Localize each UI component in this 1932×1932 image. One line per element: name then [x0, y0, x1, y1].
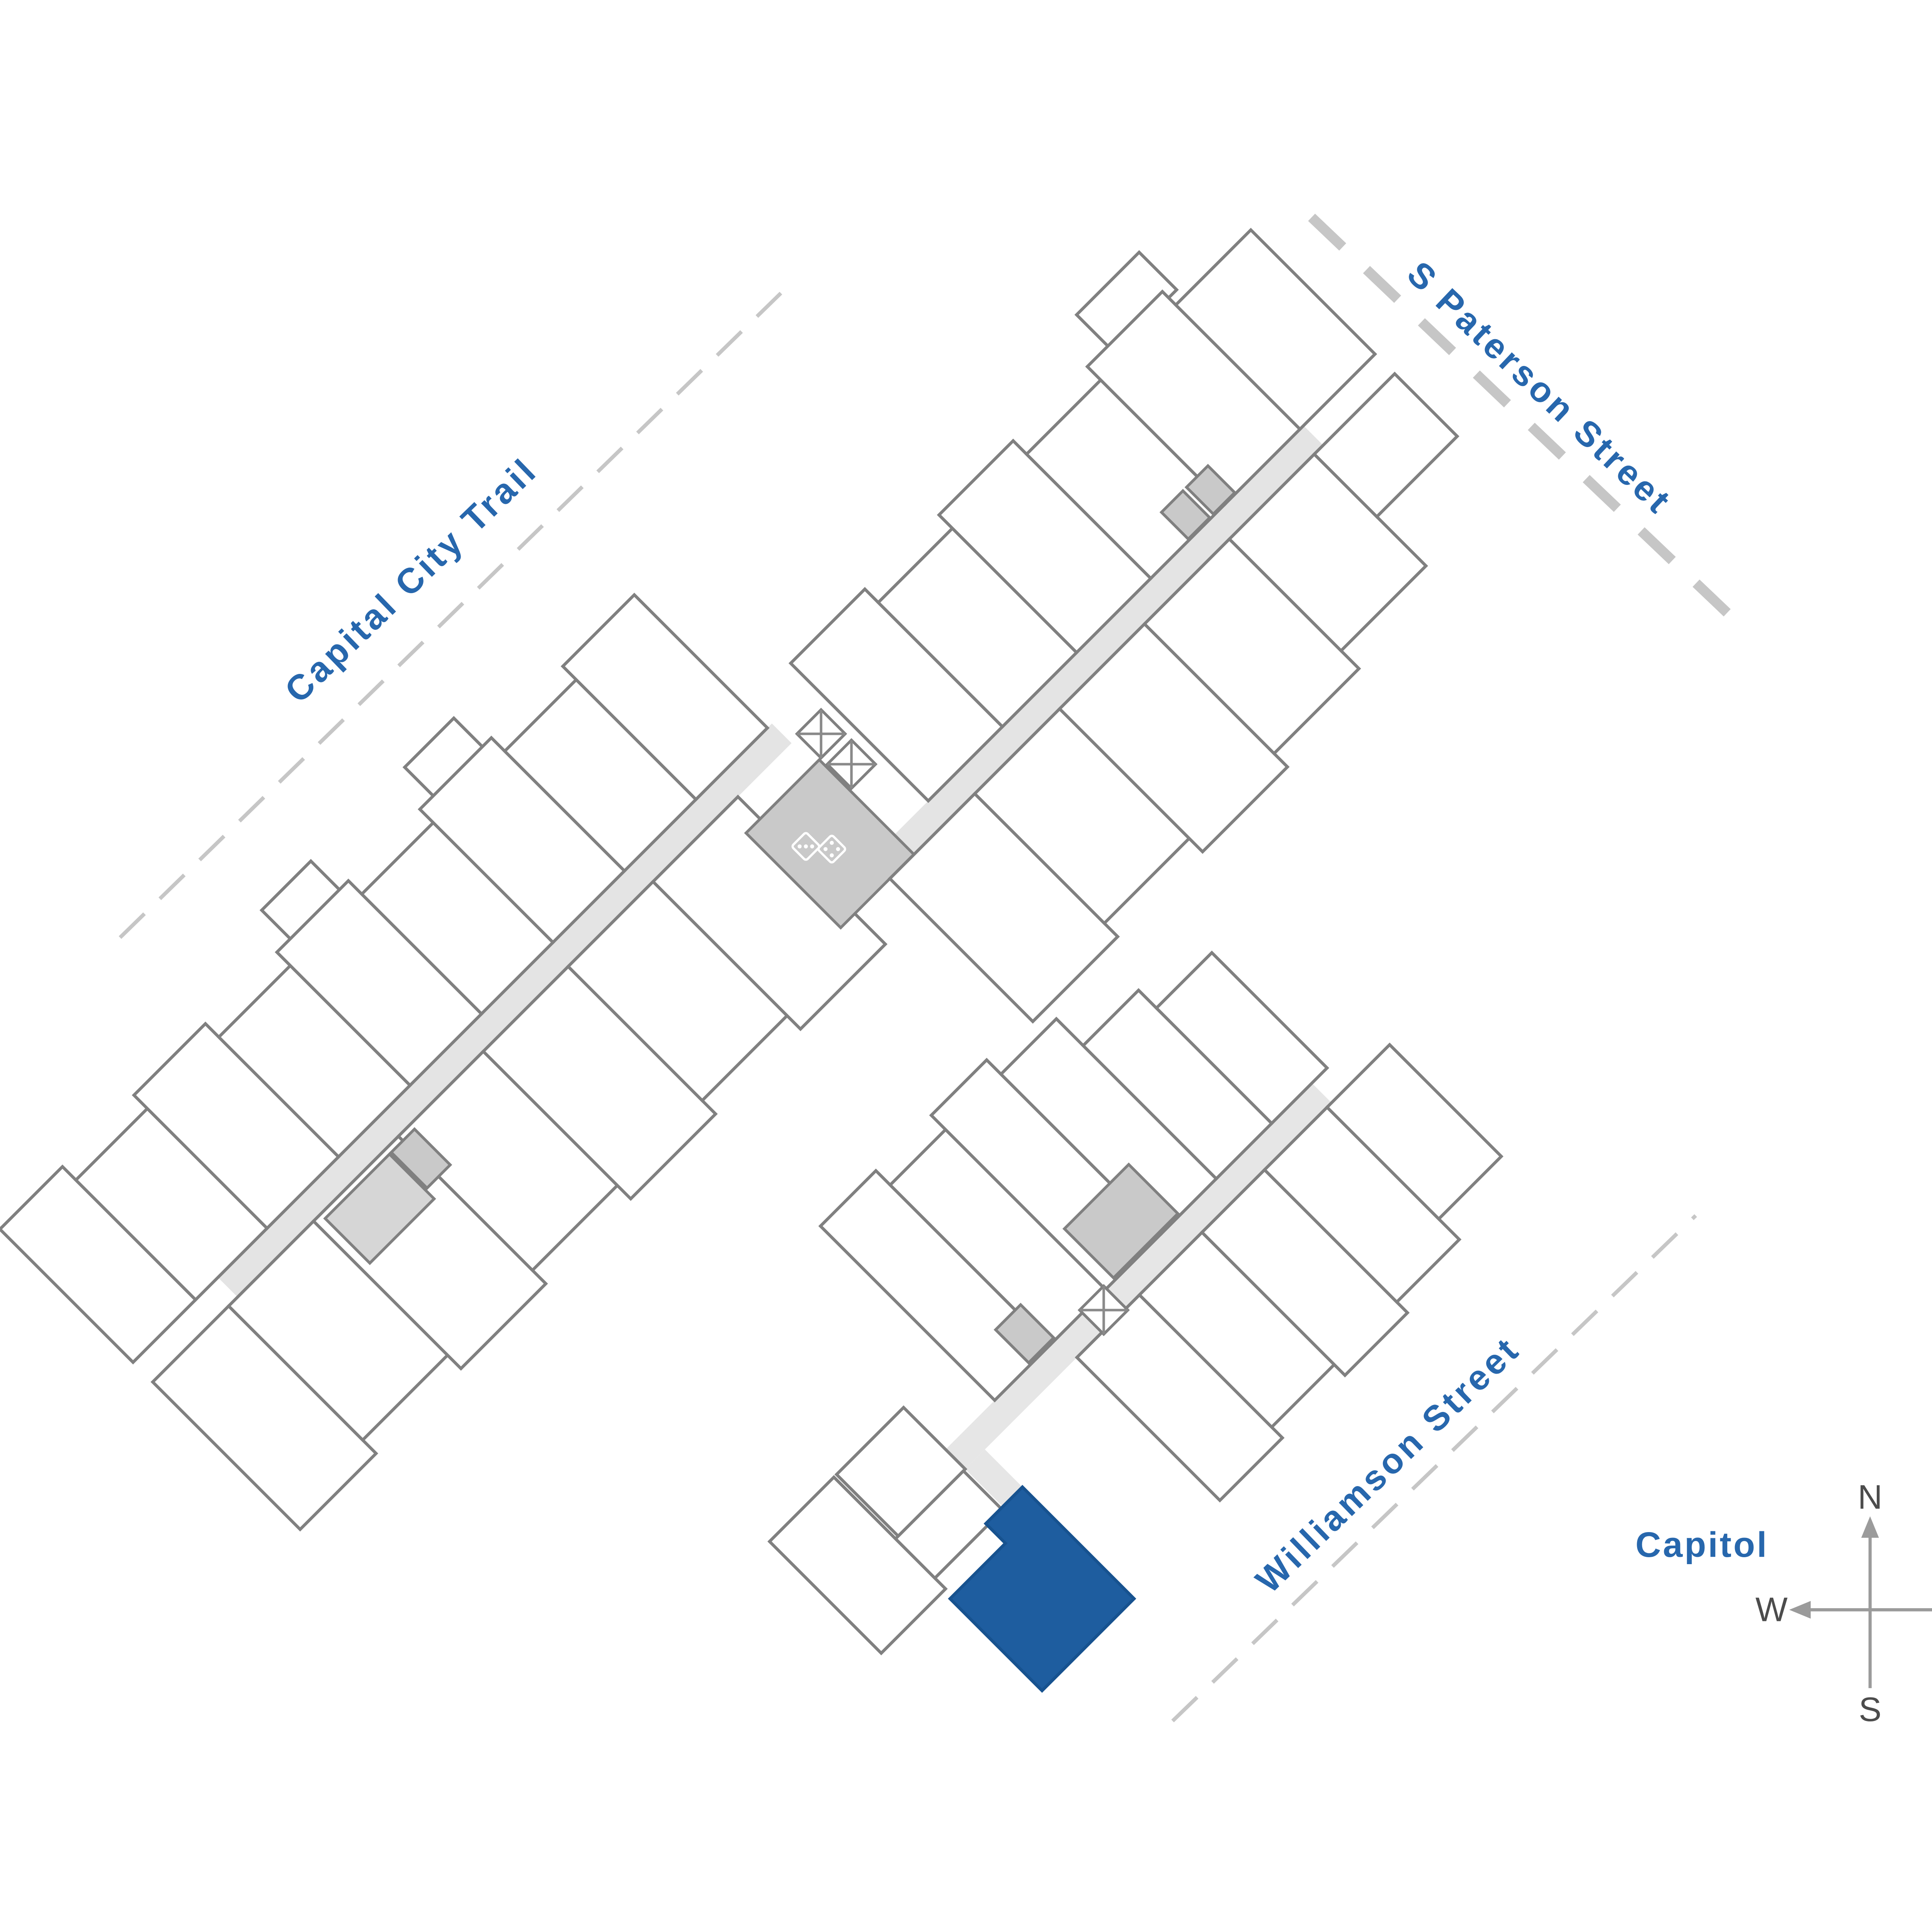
stairs-icon: [1077, 1284, 1130, 1336]
capital-city-trail-line: [119, 292, 782, 939]
s-paterson-street-label: S Paterson Street: [1400, 254, 1680, 522]
unit: [561, 592, 770, 802]
compass-west-label: W: [1755, 1590, 1788, 1629]
s-paterson-street-line: [1308, 213, 1732, 618]
compass-west-arrow: [1789, 1601, 1811, 1619]
building-c: [767, 950, 1503, 1693]
selected-unit[interactable]: [930, 1485, 1136, 1693]
elevator: [1159, 489, 1212, 541]
utility-room: [323, 1152, 436, 1265]
compass-north-label: N: [1858, 1478, 1883, 1516]
capitol-label: Capitol: [1636, 1525, 1769, 1565]
unit: [767, 1475, 948, 1655]
unit: [1325, 1043, 1503, 1221]
compass: N S W E: [1755, 1478, 1932, 1728]
stairs-icon: [795, 707, 847, 760]
utility-room: [389, 1127, 452, 1190]
utility-room: [993, 1303, 1056, 1365]
williamson-street-line: [1171, 1214, 1697, 1723]
capital-city-trail-label: Capital City Trail: [277, 450, 545, 711]
building-a: [0, 592, 888, 1532]
elevator-rooms: [1159, 464, 1237, 541]
unit: [1173, 228, 1378, 432]
unit: [893, 1469, 1005, 1580]
building-b: [744, 228, 1459, 1024]
building-c-corridor: [946, 1087, 1327, 1469]
unit: [1154, 950, 1330, 1126]
elevator: [1184, 464, 1237, 516]
compass-north-arrow: [1861, 1516, 1879, 1538]
compass-south-label: S: [1859, 1690, 1881, 1728]
building-a-corridor: [218, 723, 792, 1297]
dice-icon: [791, 832, 846, 864]
amenity-room: [1062, 1162, 1180, 1280]
unit: [1312, 371, 1459, 519]
building-b-corridor: [861, 425, 1323, 888]
stairs-icon: [825, 738, 878, 791]
